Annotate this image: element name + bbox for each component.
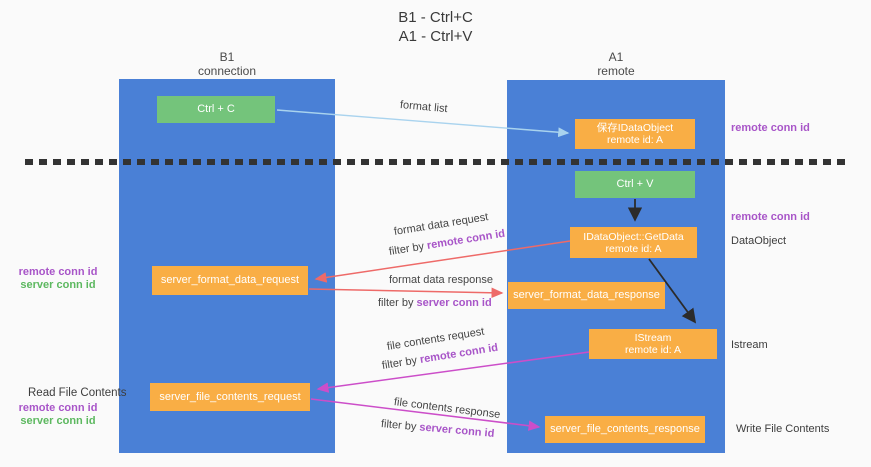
arrow-format-list <box>276 109 570 138</box>
annotation-conn-id-pair-1: remote conn id server conn id <box>8 266 108 292</box>
node-istream: IStream remote id: A <box>589 329 717 359</box>
title-line-2: A1 - Ctrl+V <box>398 28 473 45</box>
node-save-idataobject: 保存IDataObject remote id: A <box>575 119 695 149</box>
node-save-idataobject-line1: 保存IDataObject <box>596 122 674 134</box>
node-idataobject-getdata: IDataObject::GetData remote id: A <box>570 227 697 258</box>
annotation-left-server-conn-id-1: server conn id <box>20 279 96 291</box>
diagram-title: B1 - Ctrl+C A1 - Ctrl+V <box>0 8 871 46</box>
edge-label-filter-by-server-1: filter by server conn id <box>378 297 492 309</box>
node-ctrl-c: Ctrl + C <box>157 96 275 123</box>
arrow-file-contents-request <box>316 351 590 393</box>
node-server-file-contents-response: server_file_contents_response <box>545 416 705 443</box>
arrow-format-data-response <box>308 287 504 299</box>
annotation-istream: Istream <box>731 339 768 351</box>
lane-b1-subtitle: connection <box>197 64 257 78</box>
annotation-left-remote-conn-id-1: remote conn id <box>18 266 98 278</box>
annotation-dataobject: DataObject <box>731 235 787 247</box>
annotation-read-file-contents: Read File Contents <box>28 387 127 399</box>
node-ctrl-c-label: Ctrl + C <box>197 103 235 115</box>
lane-b1-name: B1 <box>219 50 235 64</box>
annotation-remote-conn-id-top: remote conn id <box>731 122 810 134</box>
annotation-write-file-contents: Write File Contents <box>736 423 830 435</box>
node-file-request-label: server_file_contents_request <box>159 390 301 403</box>
filter-by-key-2: server conn id <box>416 297 492 309</box>
node-istream-line1: IStream <box>634 332 672 344</box>
node-save-idataobject-line2: remote id: A <box>606 134 664 146</box>
lane-header-b1: B1 connection <box>119 50 335 78</box>
annotation-conn-id-pair-2: remote conn id server conn id <box>8 402 108 428</box>
annotation-left-server-conn-id-2: server conn id <box>20 415 96 427</box>
node-getdata-line1: IDataObject::GetData <box>583 230 684 243</box>
node-server-format-data-request: server_format_data_request <box>152 266 308 295</box>
node-ctrl-v-label: Ctrl + V <box>616 178 654 190</box>
node-ctrl-v: Ctrl + V <box>575 171 695 198</box>
node-istream-line2: remote id: A <box>624 344 682 356</box>
arrow-file-contents-response <box>310 398 541 431</box>
node-server-format-data-response: server_format_data_response <box>508 282 665 309</box>
arrow-getdata-to-istream <box>648 258 697 324</box>
lane-a1-name: A1 <box>608 50 624 64</box>
title-line-1: B1 - Ctrl+C <box>398 9 473 26</box>
lane-a1-subtitle: remote <box>597 64 635 78</box>
clipboard-boundary-dashed-line <box>25 159 847 165</box>
node-format-request-label: server_format_data_request <box>160 274 300 286</box>
node-server-file-contents-request: server_file_contents_request <box>150 383 310 411</box>
annotation-remote-conn-id-mid: remote conn id <box>731 211 810 223</box>
node-getdata-line2: remote id: A <box>605 242 662 255</box>
lane-header-a1: A1 remote <box>507 50 725 78</box>
annotation-left-remote-conn-id-2: remote conn id <box>18 402 98 414</box>
node-format-response-label: server_format_data_response <box>513 289 660 301</box>
node-file-response-label: server_file_contents_response <box>550 423 700 435</box>
filter-by-prefix-2: filter by <box>378 297 417 309</box>
arrow-format-data-request <box>314 240 571 283</box>
edge-label-format-data-response: format data response <box>389 274 493 286</box>
